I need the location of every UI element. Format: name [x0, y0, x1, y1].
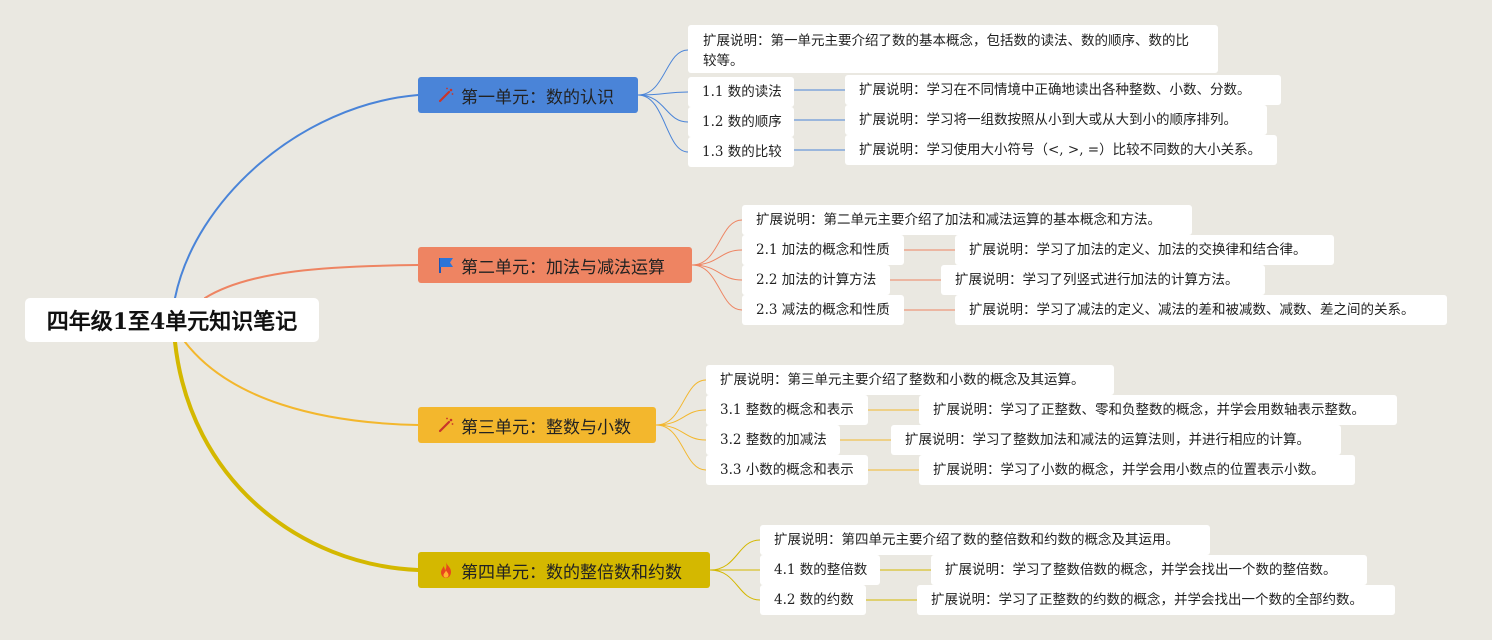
- unit-2-link-3: [691, 264, 743, 281]
- topic-2-3[interactable]: 2.3 减法的概念和性质: [742, 295, 904, 325]
- unit-3-link-2: [655, 409, 707, 426]
- topic-1-3[interactable]: 1.3 数的比较: [688, 137, 794, 167]
- unit-2-link-1: [691, 219, 743, 266]
- unit-3-title: 第三单元：整数与小数: [461, 417, 631, 438]
- root-branch-3: [184, 341, 419, 426]
- topic-3-1-note[interactable]: 扩展说明：学习了正整数、零和负整数的概念，并学会用数轴表示整数。: [919, 395, 1397, 425]
- topic-2-2-note[interactable]: 扩展说明：学习了列竖式进行加法的计算方法。: [941, 265, 1265, 295]
- unit-1-link-4: [637, 94, 689, 153]
- topic-3-2-note[interactable]: 扩展说明：学习了整数加法和减法的运算法则，并进行相应的计算。: [891, 425, 1341, 455]
- unit-1-overview[interactable]: 扩展说明：第一单元主要介绍了数的基本概念，包括数的读法、数的顺序、数的比较等。: [688, 25, 1218, 73]
- unit-3-link-3: [655, 424, 707, 441]
- root-branch-4: [173, 340, 420, 572]
- topic-3-2[interactable]: 3.2 整数的加减法: [706, 425, 840, 455]
- unit-3-link-1: [655, 379, 707, 426]
- topic-1-1[interactable]: 1.1 数的读法: [688, 77, 794, 107]
- topic-3-1[interactable]: 3.1 整数的概念和表示: [706, 395, 868, 425]
- topic-1-2[interactable]: 1.2 数的顺序: [688, 107, 794, 137]
- unit-1-link-3: [637, 94, 689, 123]
- topic-4-2[interactable]: 4.2 数的约数: [760, 585, 866, 615]
- topic-1-3-note[interactable]: 扩展说明：学习使用大小符号（<, >, =）比较不同数的大小关系。: [845, 135, 1277, 165]
- unit-1-title: 第一单元：数的认识: [461, 87, 614, 108]
- root-branch-2: [204, 264, 419, 299]
- unit-3-topic[interactable]: 第三单元：整数与小数: [418, 407, 656, 443]
- unit-3-link-4: [655, 424, 707, 471]
- magic-wand-icon: [436, 85, 456, 105]
- unit-2-link-4: [691, 264, 743, 311]
- root-topic[interactable]: 四年级1至4单元知识笔记: [25, 298, 319, 342]
- topic-2-1-note[interactable]: 扩展说明：学习了加法的定义、加法的交换律和结合律。: [955, 235, 1334, 265]
- unit-2-title: 第二单元：加法与减法运算: [461, 257, 665, 278]
- unit-2-link-2: [691, 249, 743, 266]
- root-branch-1: [174, 94, 419, 299]
- topic-2-2[interactable]: 2.2 加法的计算方法: [742, 265, 890, 295]
- flag-icon: [436, 255, 456, 275]
- fire-icon: [436, 560, 456, 580]
- unit-4-link-3: [709, 569, 761, 601]
- magic-wand-icon: [436, 415, 456, 435]
- topic-1-1-note[interactable]: 扩展说明：学习在不同情境中正确地读出各种整数、小数、分数。: [845, 75, 1281, 105]
- unit-4-topic[interactable]: 第四单元：数的整倍数和约数: [418, 552, 710, 588]
- unit-4-title: 第四单元：数的整倍数和约数: [461, 562, 682, 583]
- unit-4-overview[interactable]: 扩展说明：第四单元主要介绍了数的整倍数和约数的概念及其运用。: [760, 525, 1210, 555]
- topic-4-1[interactable]: 4.1 数的整倍数: [760, 555, 880, 585]
- unit-2-overview[interactable]: 扩展说明：第二单元主要介绍了加法和减法运算的基本概念和方法。: [742, 205, 1192, 235]
- unit-1-link-2: [637, 91, 689, 96]
- topic-4-1-note[interactable]: 扩展说明：学习了整数倍数的概念，并学会找出一个数的整倍数。: [931, 555, 1367, 585]
- unit-2-topic[interactable]: 第二单元：加法与减法运算: [418, 247, 692, 283]
- topic-4-2-note[interactable]: 扩展说明：学习了正整数的约数的概念，并学会找出一个数的全部约数。: [917, 585, 1395, 615]
- topic-3-3-note[interactable]: 扩展说明：学习了小数的概念，并学会用小数点的位置表示小数。: [919, 455, 1355, 485]
- topic-2-1[interactable]: 2.1 加法的概念和性质: [742, 235, 904, 265]
- unit-4-link-1: [709, 539, 761, 571]
- unit-1-link-1: [637, 49, 689, 96]
- topic-3-3[interactable]: 3.3 小数的概念和表示: [706, 455, 868, 485]
- unit-1-topic[interactable]: 第一单元：数的认识: [418, 77, 638, 113]
- unit-3-overview[interactable]: 扩展说明：第三单元主要介绍了整数和小数的概念及其运算。: [706, 365, 1114, 395]
- topic-2-3-note[interactable]: 扩展说明：学习了减法的定义、减法的差和被减数、减数、差之间的关系。: [955, 295, 1447, 325]
- topic-1-2-note[interactable]: 扩展说明：学习将一组数按照从小到大或从大到小的顺序排列。: [845, 105, 1267, 135]
